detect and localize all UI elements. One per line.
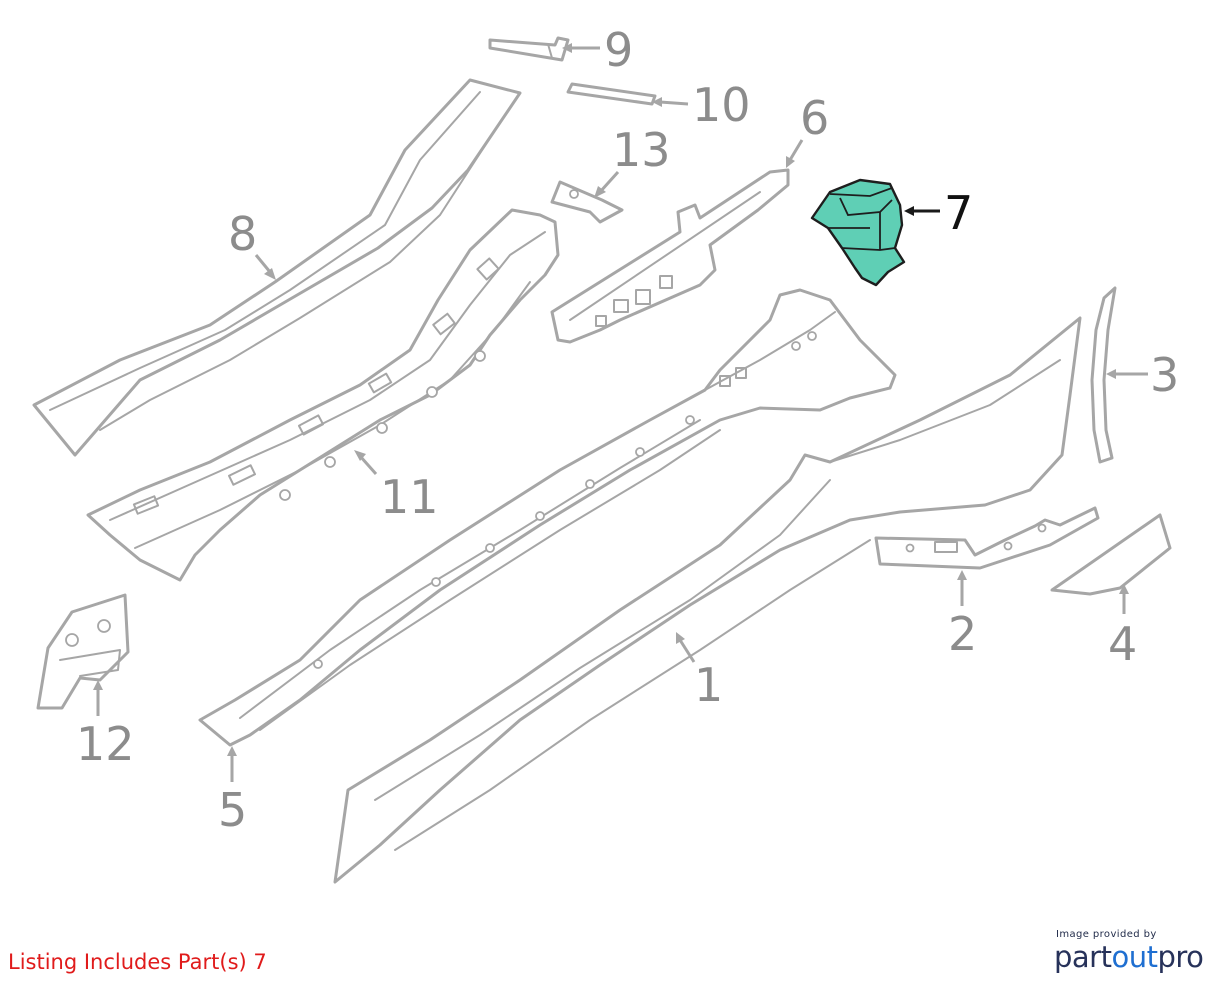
arrowhead-6 [786,156,795,168]
logo-part: part [1054,940,1112,974]
part-10[interactable] [566,82,657,106]
part-6[interactable] [550,168,790,344]
part-5[interactable] [198,288,897,747]
leader-13 [598,170,620,194]
arrowhead-2 [957,570,967,580]
arrowhead-13 [594,186,606,198]
arrowhead-12 [93,680,103,690]
image-credit: Image provided by partoutpro [1054,929,1204,974]
arrowhead-9 [562,43,572,53]
callout-11: 11 [380,470,439,524]
leader-8 [254,254,272,273]
part-13[interactable] [550,180,624,224]
part-3[interactable] [1090,286,1117,464]
arrowhead-3 [1106,369,1116,379]
arrowhead-7 [904,206,914,216]
part-2[interactable] [874,506,1100,570]
leader-11 [358,455,378,475]
listing-note: Listing Includes Part(s) 7 [8,950,267,974]
callout-9: 9 [604,23,633,77]
callout-4: 4 [1108,617,1137,671]
part-9[interactable] [488,36,570,62]
callout-1: 1 [694,658,723,712]
part-1[interactable] [333,316,1082,884]
part-12[interactable] [36,593,130,710]
arrowhead-10 [652,97,662,107]
callout-leaders [93,43,1148,782]
callout-2: 2 [948,607,977,661]
callout-6: 6 [800,91,829,145]
callout-8: 8 [228,207,257,261]
part-7[interactable] [810,178,906,287]
arrowhead-8 [264,268,276,280]
arrowhead-5 [227,746,237,756]
part-4[interactable] [1050,513,1172,596]
part-11[interactable] [86,208,560,582]
callout-3: 3 [1150,348,1179,402]
callout-7: 7 [944,186,973,240]
arrowhead-11 [354,450,366,461]
leader-1 [678,639,696,663]
credit-caption: Image provided by [1056,929,1157,940]
callout-10: 10 [692,78,751,132]
callout-5: 5 [218,783,247,837]
arrowhead-1 [676,632,685,644]
logo-out: out [1111,940,1158,974]
logo-pro: pro [1157,940,1204,974]
callout-12: 12 [76,717,135,771]
partoutpro-logo: partoutpro [1054,940,1204,974]
leader-6 [788,139,804,161]
leader-10 [659,100,689,106]
part-8[interactable] [32,78,522,457]
callout-numbers: 9 10 13 6 7 8 3 11 2 4 1 12 5 [76,23,1179,837]
callout-13: 13 [612,123,671,177]
arrowhead-4 [1119,584,1129,594]
